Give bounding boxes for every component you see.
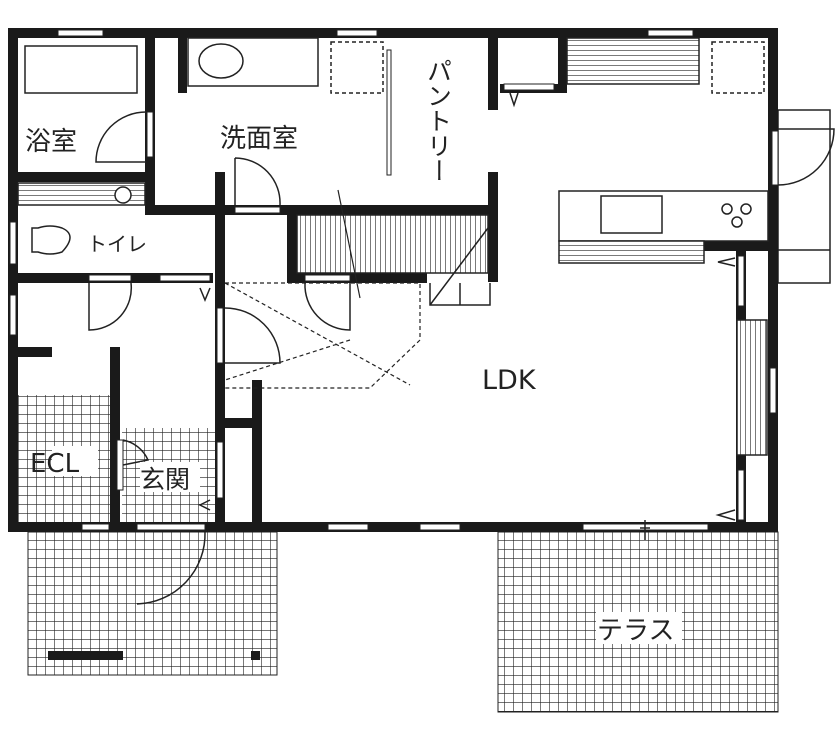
kitchen-sink — [600, 195, 663, 234]
sink — [198, 43, 244, 79]
label-ldk: LDK — [482, 365, 537, 396]
room-labels: 浴室 洗面室 パントリー トイレ LDK ECL 玄関 テラス — [25, 58, 682, 646]
label-entrance: 玄関 — [140, 465, 190, 494]
toilet-shelf — [17, 182, 146, 206]
kitchen-counter — [558, 190, 769, 242]
porch-post — [251, 651, 260, 660]
stove-burner — [721, 203, 733, 215]
label-ecl: ECL — [30, 449, 80, 479]
fridge-space — [711, 41, 765, 94]
back-door-swing — [777, 128, 835, 186]
porch-step — [48, 651, 123, 660]
toilet-bowl — [31, 225, 71, 255]
vanity — [187, 37, 319, 87]
fixtures — [17, 37, 769, 456]
washer-space — [330, 41, 384, 94]
label-pantry: パントリー — [424, 58, 453, 183]
stairs — [296, 214, 489, 274]
label-bath: 浴室 — [25, 127, 77, 157]
kitchen-shelf — [566, 37, 700, 85]
label-toilet: トイレ — [87, 232, 147, 256]
bathtub — [24, 45, 138, 94]
outdoor-unit — [777, 109, 831, 284]
label-terrace: テラス — [597, 616, 674, 646]
label-washroom: 洗面室 — [220, 124, 298, 154]
door-swings — [88, 92, 736, 605]
